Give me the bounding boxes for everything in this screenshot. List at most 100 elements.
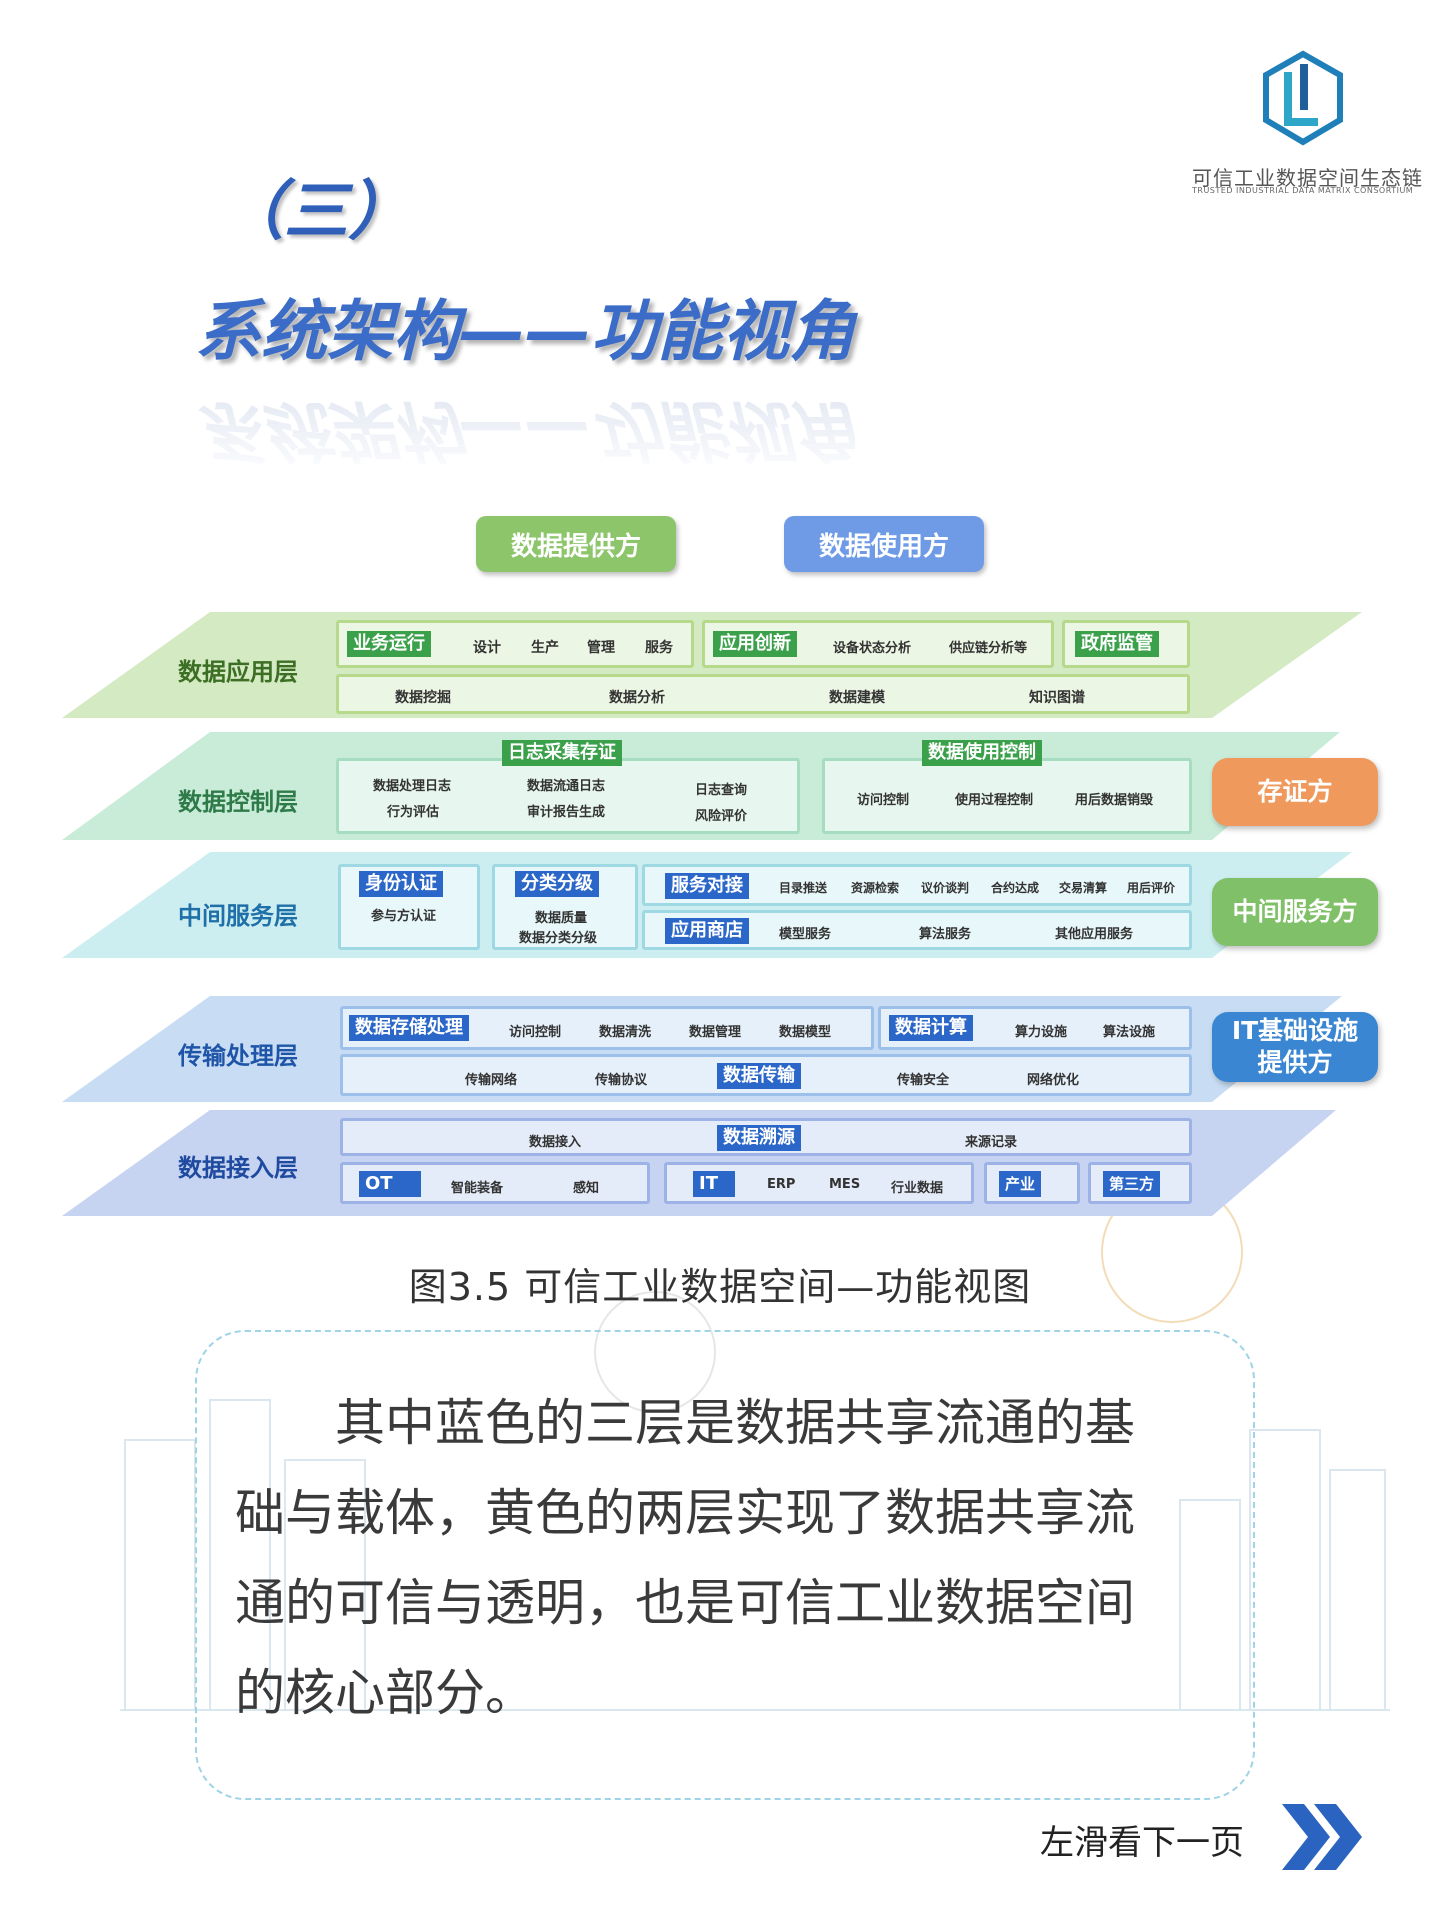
access-item: 来源记录: [965, 1135, 1018, 1150]
page-title-reflection: 系统架构——功能视角: [195, 392, 855, 469]
docking-item: 合约达成: [991, 881, 1040, 895]
third-party-tag: 第三方: [1103, 1171, 1161, 1197]
usage-item: 访问控制: [857, 793, 910, 808]
consortium-logo: 可信工业数据空间生态链 TRUSTED INDUSTRIAL DATA MATR…: [1180, 50, 1440, 200]
it-item: 行业数据: [891, 1181, 944, 1196]
government-group: 政府监管: [1062, 620, 1190, 668]
third-party-group: 第三方: [1088, 1162, 1192, 1204]
middleware-role: 中间服务方: [1212, 878, 1378, 946]
explanation-line: 通的可信与透明，也是可信工业数据空间: [235, 1574, 1135, 1632]
app-store-group: 应用商店 模型服务 算法服务 其他应用服务: [642, 910, 1192, 950]
control-layer-label: 数据控制层: [178, 788, 298, 816]
evidence-role: 存证方: [1212, 758, 1378, 826]
innovation-group: 应用创新 设备状态分析 供应链分析等: [702, 620, 1054, 668]
log-item: 风险评价: [695, 809, 748, 824]
log-collection-tag: 日志采集存证: [502, 740, 622, 766]
figure-caption: 图3.5 可信工业数据空间—功能视图: [408, 1265, 1032, 1309]
business-item: 设计: [473, 640, 501, 656]
next-page-label[interactable]: 左滑看下一页: [1040, 1823, 1244, 1863]
explanation-text: 其中蓝色的三层是数据共享流通的基 础与载体，黄色的两层实现了数据共享流 通的可信…: [235, 1378, 1235, 1738]
it-tag: IT: [693, 1171, 735, 1197]
computation-tag: 数据计算: [889, 1015, 973, 1041]
innovation-item: 设备状态分析: [833, 641, 912, 656]
business-item: 管理: [587, 640, 615, 656]
access-item: 数据接入: [529, 1135, 582, 1150]
it-infrastructure-role: IT基础设施 提供方: [1212, 1012, 1378, 1082]
innovation-tag: 应用创新: [713, 631, 797, 657]
business-item: 服务: [645, 640, 673, 656]
industry-tag: 产业: [999, 1171, 1042, 1197]
usage-item: 用后数据销毁: [1075, 793, 1154, 808]
data-provider-role: 数据提供方: [476, 516, 676, 572]
transmission-item: 传输网络: [465, 1073, 518, 1088]
usage-control-tag: 数据使用控制: [922, 740, 1042, 766]
ot-item: 智能装备: [451, 1181, 504, 1196]
explanation-line: 其中蓝色的三层是数据共享流通的基: [335, 1394, 1135, 1452]
compute-item: 算力设施: [1015, 1025, 1068, 1040]
access-layer-label: 数据接入层: [178, 1154, 298, 1182]
ot-item: 感知: [573, 1181, 600, 1196]
log-collection-group: 数据处理日志 行为评估 数据流通日志 审计报告生成 日志查询 风险评价: [336, 758, 800, 834]
transport-layer-label: 传输处理层: [178, 1042, 298, 1070]
store-item: 模型服务: [779, 927, 832, 942]
log-item: 数据流通日志: [527, 779, 606, 794]
analysis-item: 知识图谱: [1029, 690, 1085, 706]
docking-item: 资源检索: [851, 881, 900, 895]
government-tag: 政府监管: [1075, 631, 1159, 657]
store-item: 其他应用服务: [1055, 927, 1134, 942]
storage-processing-tag: 数据存储处理: [349, 1015, 469, 1041]
log-item: 审计报告生成: [527, 805, 606, 820]
ot-group: OT 智能装备 感知: [340, 1162, 650, 1204]
data-transfer-tag: 数据传输: [717, 1063, 801, 1089]
business-group: 业务运行 设计 生产 管理 服务: [336, 620, 694, 668]
middleware-layer-label: 中间服务层: [178, 902, 298, 930]
identity-group: 身份认证 参与方认证: [338, 864, 480, 950]
service-docking-tag: 服务对接: [665, 873, 749, 899]
functional-view-diagram: 数据提供方 数据使用方 存证方 中间服务方 IT基础设施 提供方 数据应用层 数…: [0, 500, 1440, 1240]
transmission-item: 传输协议: [595, 1073, 648, 1088]
explanation-line: 的核心部分。: [235, 1664, 535, 1722]
docking-item: 交易清算: [1059, 881, 1108, 895]
identity-tag: 身份认证: [359, 871, 443, 897]
consortium-logo-mark-icon: [1263, 50, 1343, 146]
analysis-group: 数据挖掘 数据分析 数据建模 知识图谱: [336, 674, 1190, 714]
analysis-item: 数据挖掘: [395, 690, 451, 706]
classification-tag: 分类分级: [515, 871, 599, 897]
explanation-box: [195, 1330, 1255, 1800]
business-tag: 业务运行: [347, 631, 431, 657]
ot-tag: OT: [359, 1171, 421, 1197]
transmission-item: 传输安全: [897, 1073, 950, 1088]
log-item: 数据处理日志: [373, 779, 452, 794]
double-chevron-right-icon[interactable]: [1278, 1800, 1368, 1874]
analysis-item: 数据分析: [609, 690, 665, 706]
section-number: （三）: [220, 175, 412, 249]
log-item: 日志查询: [695, 783, 748, 798]
storage-item: 数据模型: [779, 1025, 832, 1040]
it-role-line1: IT基础设施: [1231, 1016, 1359, 1045]
application-layer-label: 数据应用层: [178, 658, 298, 686]
identity-item: 参与方认证: [371, 909, 437, 924]
logo-name-en: TRUSTED INDUSTRIAL DATA MATRIX CONSORTIU…: [1192, 186, 1414, 195]
log-item: 行为评估: [387, 805, 440, 820]
computation-group: 数据计算 算力设施 算法设施: [878, 1006, 1192, 1050]
data-trace-tag: 数据溯源: [717, 1125, 801, 1151]
explanation-line: 础与载体，黄色的两层实现了数据共享流: [235, 1484, 1135, 1542]
app-store-tag: 应用商店: [665, 918, 749, 944]
it-item: MES: [829, 1177, 861, 1192]
it-role-line2: 提供方: [1257, 1048, 1333, 1077]
it-item: ERP: [767, 1177, 796, 1192]
it-group: IT ERP MES 行业数据: [664, 1162, 974, 1204]
classification-item: 数据质量: [535, 911, 588, 926]
transmission-group: 传输网络 传输协议 数据传输 传输安全 网络优化: [340, 1054, 1192, 1096]
logo-name-cn: 可信工业数据空间生态链: [1192, 166, 1423, 190]
classification-item: 数据分类分级: [519, 931, 598, 946]
usage-item: 使用过程控制: [955, 793, 1034, 808]
storage-item: 数据管理: [689, 1025, 742, 1040]
docking-item: 用后评价: [1127, 881, 1176, 895]
docking-item: 目录推送: [779, 881, 828, 895]
industry-group: 产业: [984, 1162, 1080, 1204]
service-docking-group: 服务对接 目录推送 资源检索 议价谈判 合约达成 交易清算 用后评价: [642, 864, 1192, 906]
analysis-item: 数据建模: [829, 690, 885, 706]
data-access-group: 数据接入 数据溯源 来源记录: [340, 1118, 1192, 1156]
classification-group: 分类分级 数据质量 数据分类分级: [492, 864, 638, 950]
